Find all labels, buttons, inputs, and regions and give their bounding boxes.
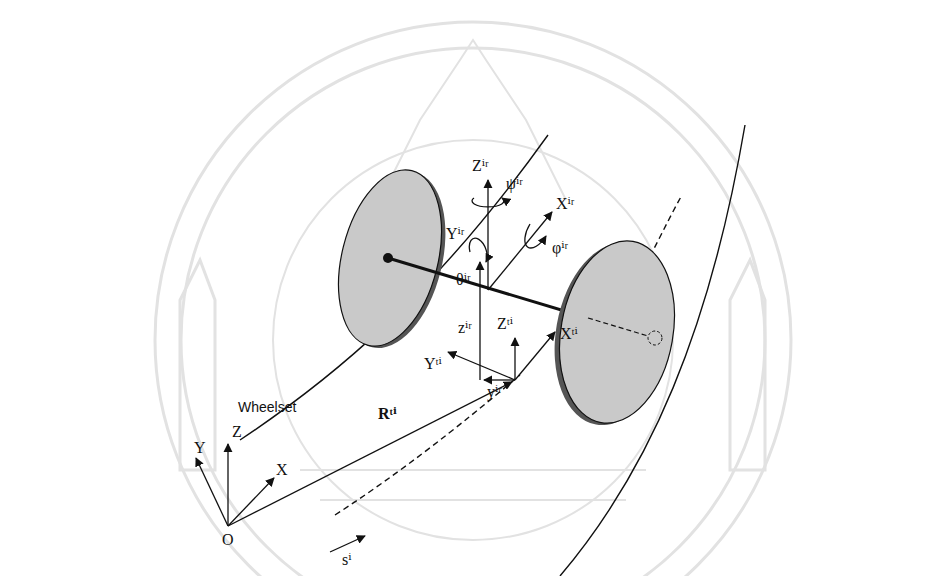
axis-label: zⁱʳ — [458, 320, 472, 336]
axis-label: Zⁱʳ — [472, 158, 488, 174]
axis-label: Z — [232, 424, 242, 440]
body-frame — [469, 180, 552, 290]
watermark-seal — [155, 22, 791, 576]
wheel-right — [541, 232, 688, 435]
axis-label: Zᵗⁱ — [497, 316, 513, 332]
axis-label: Xᵗⁱ — [560, 326, 578, 342]
axis-label: Wheelset — [238, 400, 296, 414]
axis-label: Yᵗⁱ — [424, 356, 442, 372]
rail-lines — [240, 125, 745, 576]
axis-label: X — [276, 462, 288, 478]
axle-end — [648, 331, 662, 345]
axis-label: O — [222, 532, 234, 548]
axis-label: θⁱʳ — [456, 272, 470, 288]
axis-label: φⁱʳ — [552, 240, 568, 256]
axis-label: Yⁱʳ — [446, 226, 464, 242]
axis-label: Rᵗⁱ — [378, 406, 397, 422]
axle-hidden — [588, 318, 648, 336]
axis-label: yⁱʳ — [487, 384, 502, 400]
axis-label: sⁱ — [342, 552, 351, 568]
axis-label: Xⁱʳ — [556, 196, 574, 212]
axis-label: ψⁱʳ — [506, 176, 523, 192]
axis-label: Y — [194, 440, 206, 456]
trajectory-frame — [448, 262, 555, 380]
global-frame — [196, 382, 512, 552]
